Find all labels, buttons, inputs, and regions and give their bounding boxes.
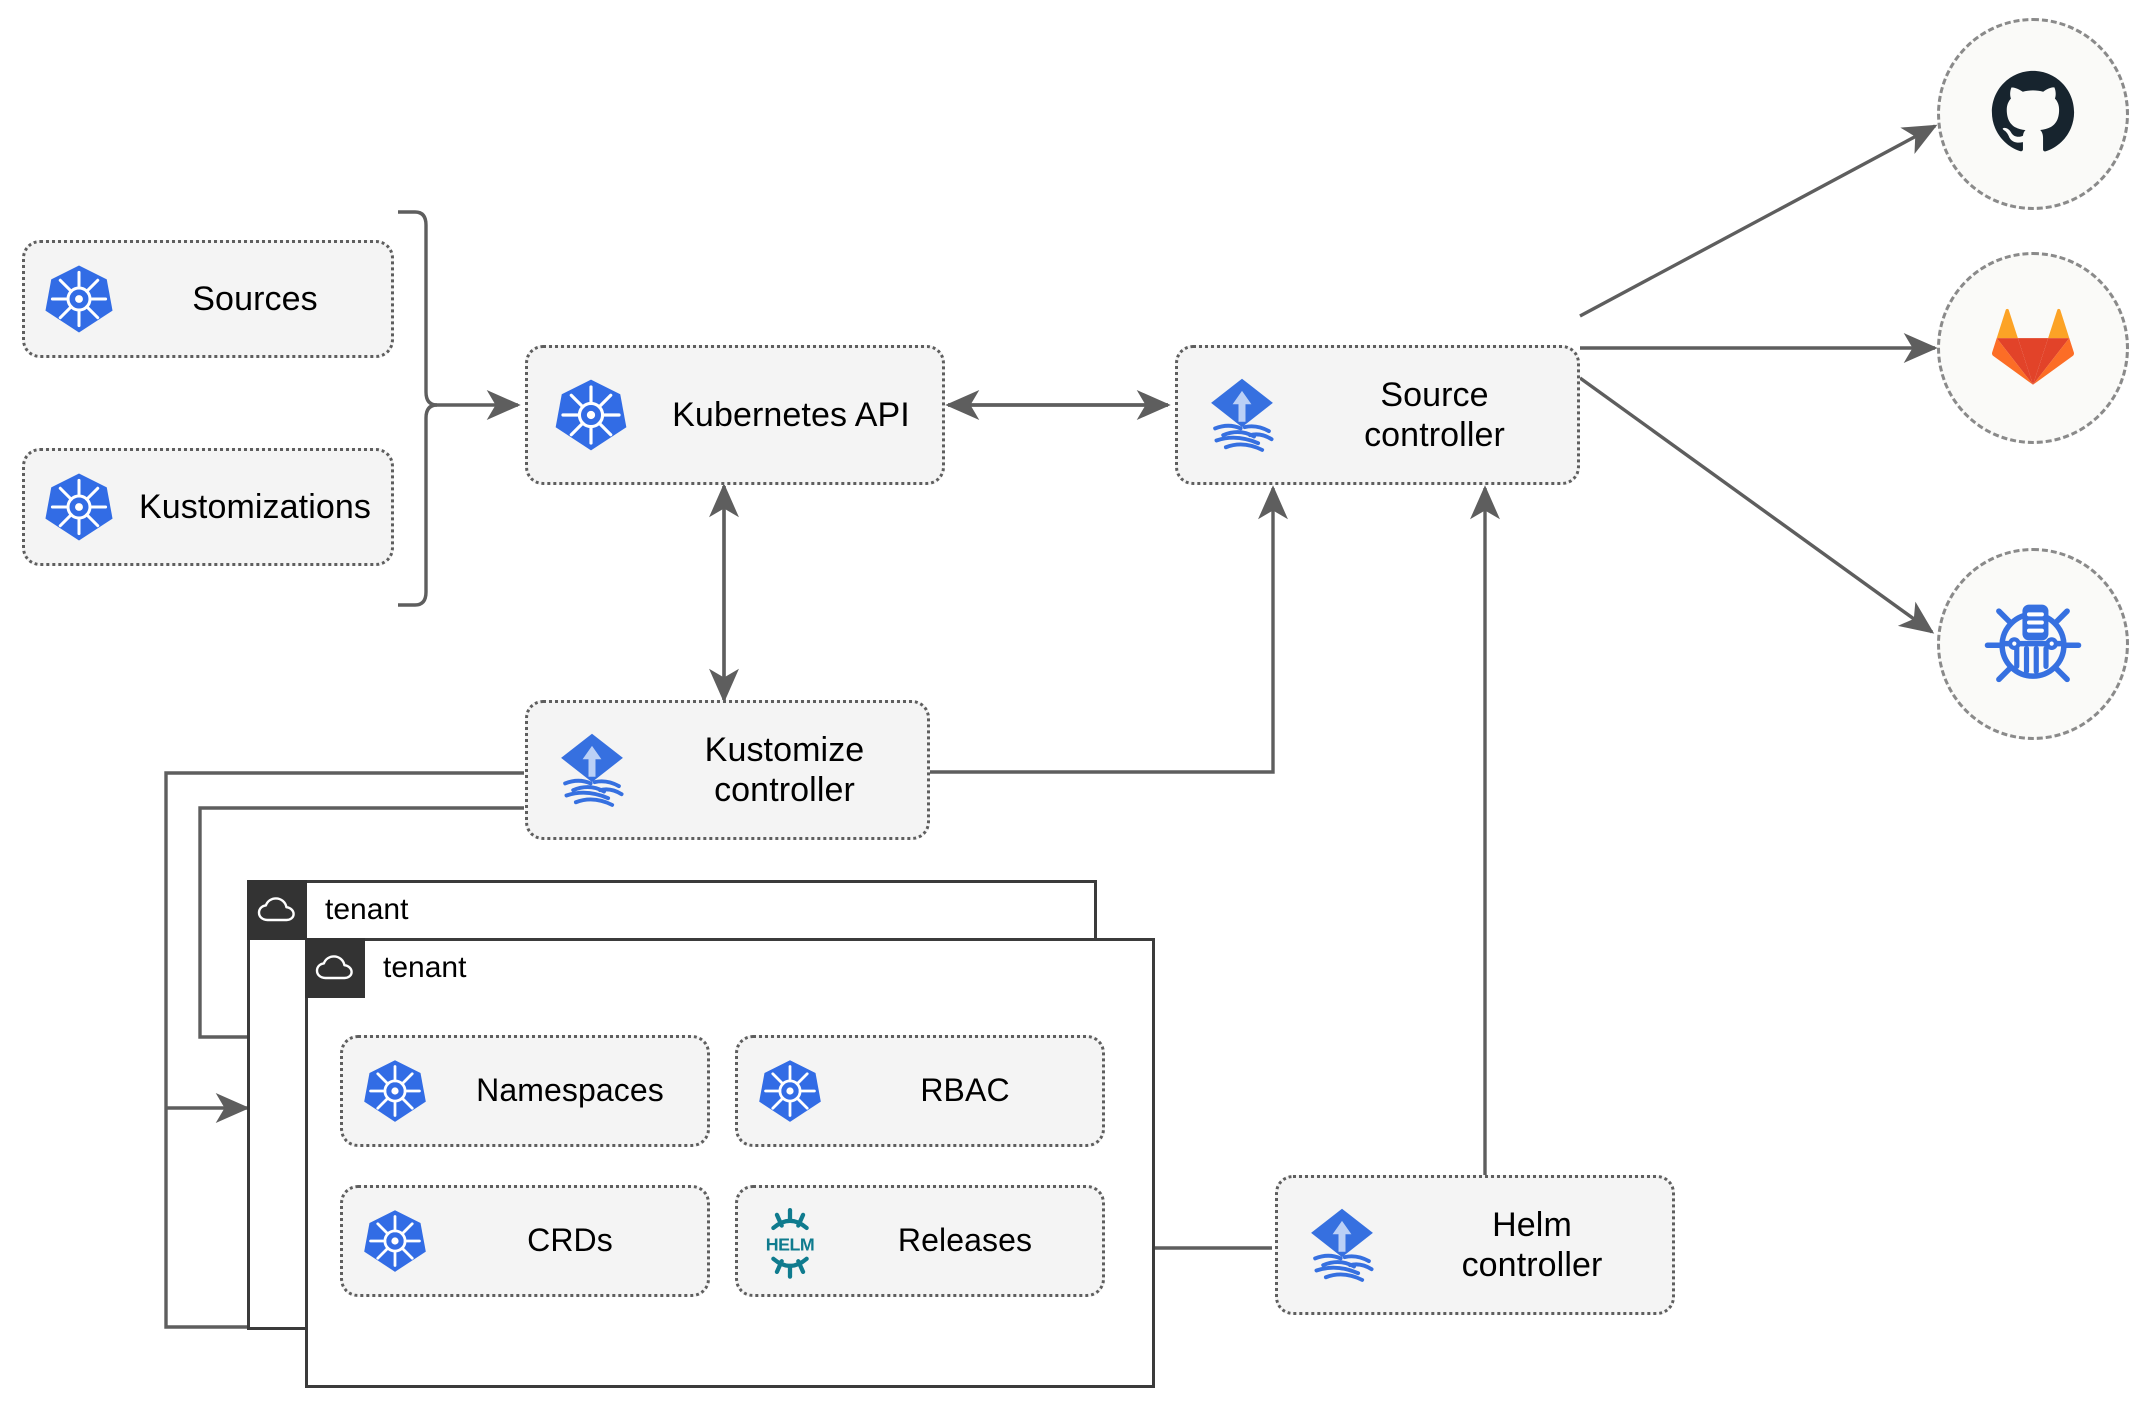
- label-line-2: controller: [1364, 416, 1505, 454]
- tenant-label: tenant: [325, 893, 409, 926]
- node-source-controller[interactable]: Source controller: [1175, 345, 1580, 485]
- node-label: Kustomize controller: [656, 730, 927, 810]
- node-label: RBAC: [920, 1072, 1010, 1109]
- node-label: Source controller: [1306, 375, 1577, 455]
- node-label: Kubernetes API: [672, 395, 910, 434]
- label-line-2: controller: [714, 771, 855, 809]
- cloud-icon: [305, 938, 365, 998]
- github-icon: [1985, 64, 2081, 165]
- node-label: CRDs: [527, 1222, 613, 1259]
- node-label: Sources: [192, 279, 318, 318]
- label-line-1: Helm: [1492, 1205, 1572, 1244]
- gitlab-icon: [1986, 301, 2080, 396]
- external-target-github[interactable]: [1937, 18, 2129, 210]
- flux-icon: [1278, 1202, 1406, 1288]
- kubernetes-icon: [25, 262, 133, 336]
- node-label: Namespaces: [476, 1072, 664, 1109]
- node-label: Kustomizations: [139, 487, 371, 526]
- tenant-header: tenant: [305, 938, 466, 998]
- flux-icon: [528, 727, 656, 813]
- node-releases[interactable]: HELM Releases: [735, 1185, 1105, 1297]
- external-target-helm-registry[interactable]: [1937, 548, 2129, 740]
- tenant-box-inner[interactable]: tenant: [305, 938, 1155, 1388]
- kubernetes-icon: [25, 470, 133, 544]
- node-kustomize-controller[interactable]: Kustomize controller: [525, 700, 930, 840]
- tenant-header: tenant: [247, 880, 408, 940]
- svg-text:HELM: HELM: [766, 1235, 815, 1255]
- node-label: Helm controller: [1406, 1205, 1672, 1285]
- label-line-1: Source: [1380, 375, 1489, 414]
- node-label: Releases: [897, 1222, 1033, 1259]
- node-kustomizations[interactable]: Kustomizations: [22, 448, 394, 566]
- node-rbac[interactable]: RBAC: [735, 1035, 1105, 1147]
- kubernetes-icon: [528, 376, 654, 454]
- label-line-2: controller: [1461, 1246, 1603, 1284]
- node-crds[interactable]: CRDs: [340, 1185, 710, 1297]
- label-line-1: Kustomize: [704, 730, 865, 769]
- external-target-gitlab[interactable]: [1937, 252, 2129, 444]
- kubernetes-icon: [343, 1207, 447, 1275]
- flux-icon: [1178, 372, 1306, 458]
- node-sources[interactable]: Sources: [22, 240, 394, 358]
- cloud-icon: [247, 880, 307, 940]
- node-namespaces[interactable]: Namespaces: [340, 1035, 710, 1147]
- kubernetes-icon: [343, 1057, 447, 1125]
- helm-icon: HELM: [738, 1203, 842, 1279]
- kubernetes-icon: [738, 1057, 842, 1125]
- helm-repository-icon: [1981, 590, 2085, 699]
- node-kubernetes-api[interactable]: Kubernetes API: [525, 345, 945, 485]
- tenant-label: tenant: [383, 951, 467, 984]
- node-helm-controller[interactable]: Helm controller: [1275, 1175, 1675, 1315]
